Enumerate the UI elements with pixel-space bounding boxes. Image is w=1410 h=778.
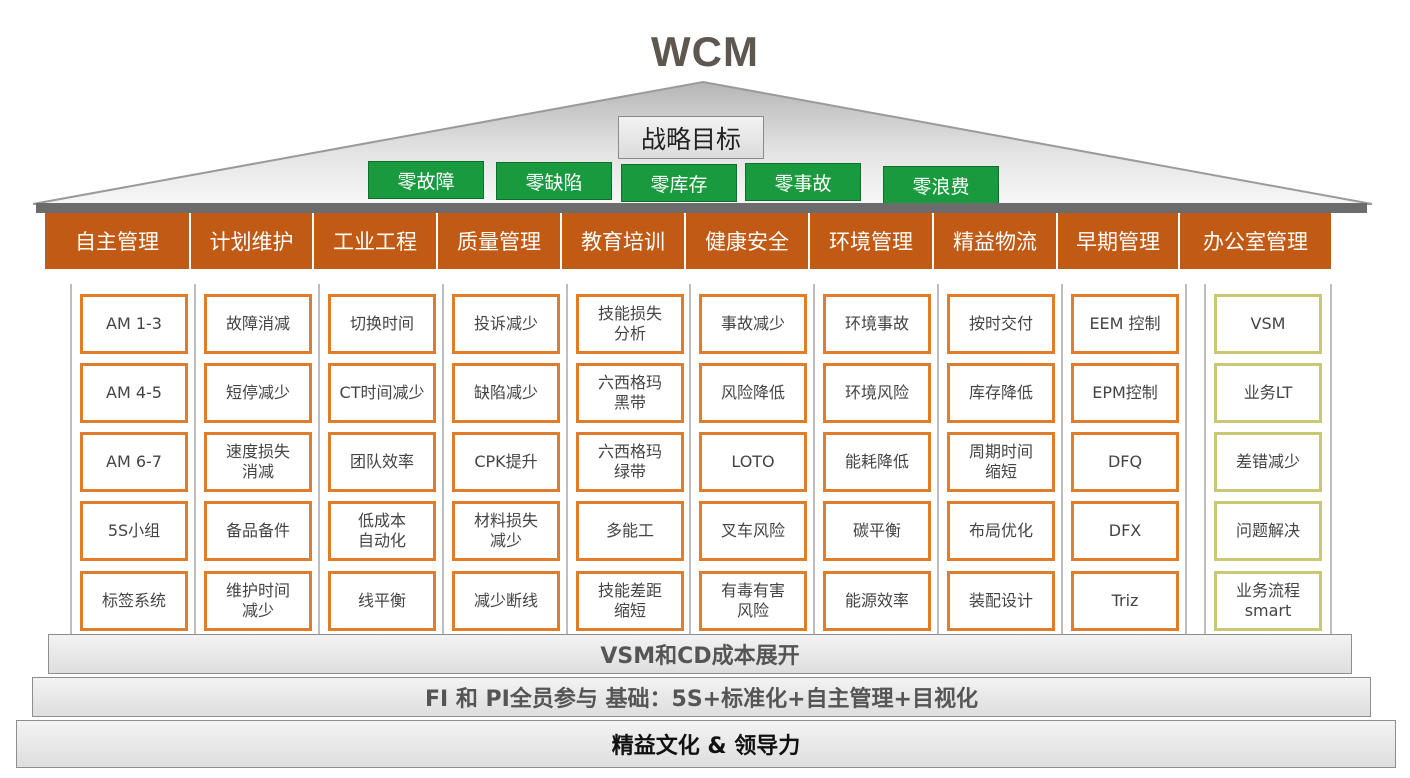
pillar-separator (813, 284, 815, 634)
pillar-head-safety: 健康安全 (686, 213, 810, 269)
base-level-vsm: VSM和CD成本展开 (48, 634, 1352, 674)
pillar-header-bar: 自主管理 计划维护 工业工程 质量管理 教育培训 健康安全 环境管理 精益物流 … (45, 213, 1331, 269)
pillar-head-environment: 环境管理 (810, 213, 934, 269)
pillar-item: 团队效率 (328, 432, 436, 492)
pillar-item: AM 1-3 (80, 294, 188, 354)
pillar-item: Triz (1071, 571, 1179, 631)
pillar-item: 标签系统 (80, 571, 188, 631)
goal-zero-waste: 零浪费 (883, 166, 999, 204)
pillar-item: 业务LT (1214, 363, 1322, 423)
pillar-item: 装配设计 (947, 571, 1055, 631)
pillar-item: EEM 控制 (1071, 294, 1179, 354)
pillar-head-autonomous: 自主管理 (45, 213, 191, 269)
pillar-head-industrial-engineering: 工业工程 (314, 213, 438, 269)
pillar-item: 碳平衡 (823, 501, 931, 561)
pillar-item: 减少断线 (452, 571, 560, 631)
pillar-item: 问题解决 (1214, 501, 1322, 561)
pillar-head-logistics: 精益物流 (934, 213, 1058, 269)
pillar-item: VSM (1214, 294, 1322, 354)
pillar-separator (1061, 284, 1063, 634)
pillar-item: 能耗降低 (823, 432, 931, 492)
goal-zero-accident: 零事故 (745, 163, 861, 201)
pillar-separator (194, 284, 196, 634)
pillar-item: EPM控制 (1071, 363, 1179, 423)
pillar-item: 环境风险 (823, 363, 931, 423)
pillar-item: LOTO (699, 432, 807, 492)
pillar-item: 差错减少 (1214, 432, 1322, 492)
pillar-item: CPK提升 (452, 432, 560, 492)
pillar-head-planned-maintenance: 计划维护 (191, 213, 314, 269)
pillar-item: 5S小组 (80, 501, 188, 561)
pillar-separator (1185, 284, 1187, 634)
pillar-separator (937, 284, 939, 634)
pillar-item: 叉车风险 (699, 501, 807, 561)
pillar-head-quality: 质量管理 (438, 213, 562, 269)
pillar-item: 业务流程 smart (1214, 571, 1322, 631)
pillar-item: AM 6-7 (80, 432, 188, 492)
pillar-head-office: 办公室管理 (1203, 230, 1308, 254)
pillar-item: 能源效率 (823, 571, 931, 631)
pillar-separator (70, 284, 72, 634)
pillar-head-early-management: 早期管理 (1058, 213, 1180, 269)
pillar-item: 周期时间 缩短 (947, 432, 1055, 492)
pillar-item: 短停减少 (204, 363, 312, 423)
pillar-separator (689, 284, 691, 634)
pillar-item: 多能工 (576, 501, 684, 561)
pillar-item: 事故减少 (699, 294, 807, 354)
pillar-item: 速度损失 消减 (204, 432, 312, 492)
pillar-item: 按时交付 (947, 294, 1055, 354)
pillar-item: CT时间减少 (328, 363, 436, 423)
pillar-item: 有毒有害 风险 (699, 571, 807, 631)
pillar-item: 六西格玛 黑带 (576, 363, 684, 423)
goal-zero-inventory: 零库存 (621, 164, 737, 202)
roof-beam (36, 203, 1367, 213)
pillar-head-training: 教育培训 (562, 213, 686, 269)
goal-zero-defect: 零缺陷 (496, 162, 612, 200)
pillar-separator (1204, 284, 1206, 634)
pillar-item: DFQ (1071, 432, 1179, 492)
pillar-item: 技能差距 缩短 (576, 571, 684, 631)
pillar-item: 技能损失 分析 (576, 294, 684, 354)
pillar-item: 风险降低 (699, 363, 807, 423)
pillar-item: 环境事故 (823, 294, 931, 354)
pillar-separator (318, 284, 320, 634)
pillar-item: 六西格玛 绿带 (576, 432, 684, 492)
pillar-item: 线平衡 (328, 571, 436, 631)
pillar-item: AM 4-5 (80, 363, 188, 423)
pillar-item: 材料损失 减少 (452, 501, 560, 561)
pillar-item: 投诉减少 (452, 294, 560, 354)
pillar-item: 布局优化 (947, 501, 1055, 561)
pillar-item: 切换时间 (328, 294, 436, 354)
pillar-item: 库存降低 (947, 363, 1055, 423)
pillar-separator (442, 284, 444, 634)
goal-zero-breakdown: 零故障 (368, 161, 484, 199)
pillar-item: 备品备件 (204, 501, 312, 561)
diagram-title: WCM (651, 28, 759, 75)
pillar-separator (1330, 284, 1332, 634)
base-level-foundation: FI 和 PI全员参与 基础：5S+标准化+自主管理+目视化 (32, 677, 1371, 717)
strategy-box: 战略目标 (618, 116, 764, 159)
pillar-item: 维护时间 减少 (204, 571, 312, 631)
base-level-culture: 精益文化 & 领导力 (16, 720, 1396, 768)
pillar-item: 低成本 自动化 (328, 501, 436, 561)
pillar-item: 故障消减 (204, 294, 312, 354)
pillar-item: DFX (1071, 501, 1179, 561)
pillar-separator (566, 284, 568, 634)
pillar-item: 缺陷减少 (452, 363, 560, 423)
